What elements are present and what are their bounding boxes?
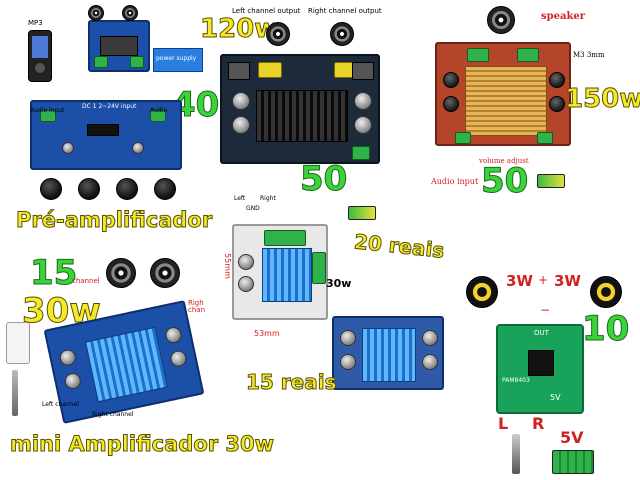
amp30-price: 15 [29, 253, 78, 293]
speaker-icon [590, 276, 622, 308]
mp3-player-icon [28, 30, 52, 82]
amp3w-price: 10 [581, 309, 630, 349]
left-channel-label: Left channel [42, 401, 79, 408]
dc-input-label: DC 1 2~24V input [82, 103, 137, 110]
speaker-icon [106, 258, 136, 288]
right-channel-output-label: Right channel output [308, 7, 382, 15]
amp3w-chip-label: PAM8403 [502, 377, 530, 384]
amp120-panel: 120w Left channel output Right channel o… [199, 0, 410, 220]
amp120-board [220, 54, 380, 164]
amp3w-panel: 3W 3W + − OUT PAM8403 5V 10 L R 5V [460, 260, 640, 480]
dim-55-label: 55mm [222, 253, 232, 279]
battery-icon [348, 206, 376, 220]
channel-right-label: Righ chan [188, 299, 206, 314]
amp150-panel: speaker M3 3mm 150w Audio input volume a… [425, 0, 640, 215]
speaker-label: speaker [541, 11, 586, 22]
amp3w-R: R [532, 414, 545, 433]
right-channel-label: Right channel [92, 411, 134, 418]
amp3w-out-label: OUT [534, 329, 549, 337]
power-supply-label: power supply [156, 55, 197, 62]
channel-left-label: channel [72, 277, 100, 285]
knob-icon [78, 178, 100, 200]
speaker-icon [266, 22, 290, 46]
small-watts-label: 30w [326, 277, 352, 290]
audio-jack-icon [12, 370, 18, 416]
plus-sign: + [538, 273, 549, 287]
minus-sign: − [540, 303, 551, 317]
amp3w-left: 3W [506, 272, 533, 290]
knob-icon [40, 178, 62, 200]
knob-icon [154, 178, 176, 200]
amp150-price: 50 [480, 161, 529, 201]
audio-input-150-label: Audio input [431, 177, 479, 186]
dim-53-label: 53mm [254, 329, 280, 338]
amp120-gnd-label: GND [246, 205, 260, 212]
amp3w-5v: 5V [560, 428, 584, 447]
small2-price: 15 reais [245, 370, 337, 394]
small-price: 20 reais [352, 229, 446, 263]
amp120-price: 50 [299, 159, 348, 199]
audio-jack-icon [512, 434, 520, 474]
volume-adjust-label: volume adjust [479, 157, 529, 165]
battery-icon [537, 174, 565, 188]
amp150-title: 150w [564, 84, 640, 114]
amp150-board [435, 42, 571, 146]
small15-board [332, 316, 444, 390]
audio-input-left-label: Audio input [30, 107, 65, 114]
speaker-icon [150, 258, 180, 288]
small20-panel: 55mm 53mm 30w 20 reais [220, 222, 446, 342]
amp3w-5v-board-label: 5V [550, 393, 561, 402]
battery-icon [552, 450, 594, 474]
amp30-panel: 15 channel 30w Righ chan Left channel Ri… [0, 240, 220, 480]
amp120-title: 120w [199, 14, 279, 44]
speaker-icon [122, 5, 138, 21]
left-channel-output-label: Left channel output [232, 7, 301, 15]
small15-panel: 15 reais [240, 310, 460, 410]
power-board [88, 20, 150, 72]
preamp-title: Pré-amplificador [15, 208, 213, 232]
amp120-right-label: Right [260, 195, 276, 202]
preamp-board: DC 1 2~24V input [30, 100, 182, 170]
speaker-icon [88, 5, 104, 21]
knob-icon [116, 178, 138, 200]
m3-hole-label: M3 3mm [573, 51, 605, 59]
mini-title: mini Amplificador 30w [9, 432, 275, 456]
preamp-panel: MP3 power supply 40 DC 1 2~24V input Aud… [0, 0, 220, 231]
speaker-icon [330, 22, 354, 46]
amp3w-right: 3W [554, 272, 581, 290]
mp3-label: MP3 [28, 19, 43, 27]
amp3w-board: OUT PAM8403 5V [496, 324, 584, 414]
small20-board [232, 224, 328, 320]
amp3w-L: L [498, 414, 509, 433]
amp120-left-label: Left [234, 195, 246, 202]
speaker-icon [466, 276, 498, 308]
phone-icon [6, 322, 30, 364]
power-supply-box: power supply [153, 48, 203, 72]
audio-input-right-label: Audio [150, 107, 168, 114]
speaker-icon [487, 6, 515, 34]
